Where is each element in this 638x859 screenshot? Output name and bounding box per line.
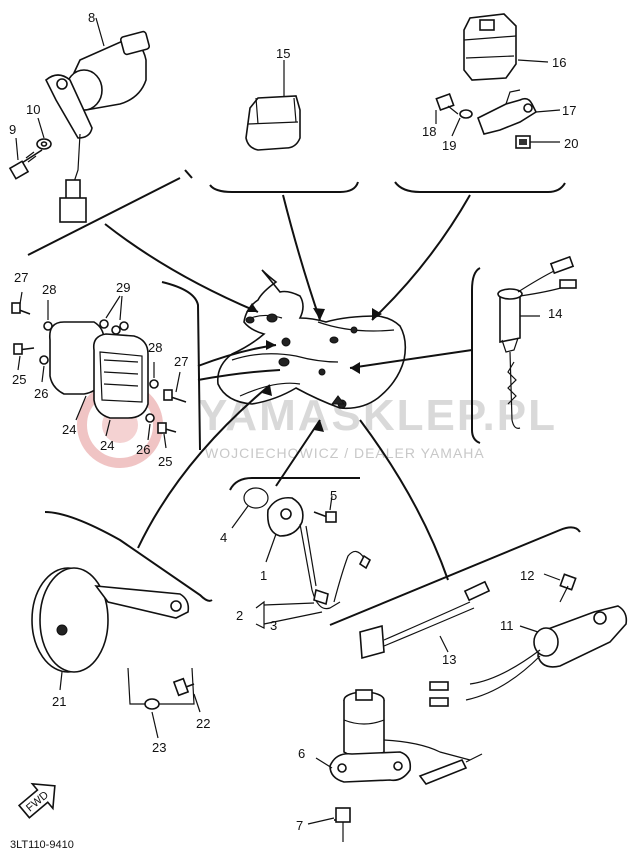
callout-15: 15: [276, 46, 290, 61]
callout-25a: 25: [12, 372, 26, 387]
switch-assembly-8: [45, 17, 151, 223]
callout-labels: 8 10 9 15 16 17 18 19 20 27 28 29 25 26 …: [9, 10, 578, 833]
section-dividers: [27, 169, 581, 626]
callout-7: 7: [296, 818, 303, 833]
tail-light-24: [48, 321, 149, 437]
callout-27b: 27: [174, 354, 188, 369]
callout-14: 14: [548, 306, 562, 321]
bolt-12: [543, 573, 577, 603]
callout-5: 5: [330, 488, 337, 503]
callout-25b: 25: [158, 454, 172, 469]
sensor-assembly-1-5: [231, 487, 372, 629]
relay-16: [463, 13, 549, 81]
callout-19: 19: [442, 138, 456, 153]
callout-10: 10: [26, 102, 40, 117]
callout-29: 29: [116, 280, 130, 295]
harness-13: [359, 580, 491, 660]
washer-19: [451, 109, 473, 137]
callout-12: 12: [520, 568, 534, 583]
callout-17: 17: [562, 103, 576, 118]
callout-3: 3: [270, 618, 277, 633]
callout-24b: 24: [100, 438, 114, 453]
callout-28a: 28: [42, 282, 56, 297]
sensor-14: [497, 255, 577, 429]
callout-18: 18: [422, 124, 436, 139]
callout-28b: 28: [148, 340, 162, 355]
callout-27a: 27: [14, 270, 28, 285]
switch-11: [429, 605, 628, 707]
callout-11: 11: [500, 618, 514, 633]
watermark-dealer: WOJCIECHOWICZ / DEALER YAMAHA: [205, 445, 485, 461]
callout-23: 23: [152, 740, 166, 755]
callout-24a: 24: [62, 422, 76, 437]
front-direction-arrow: FWD: [17, 782, 56, 819]
leader-curves: [104, 194, 473, 581]
washer-10: [36, 117, 52, 150]
diagram-code: 3LT110-9410: [10, 839, 74, 851]
bolt-18: [435, 92, 459, 124]
callout-6: 6: [298, 746, 305, 761]
bolt-7: [307, 807, 351, 842]
bracket-17: [476, 89, 561, 135]
callout-4: 4: [220, 530, 227, 545]
bolt-9: [8, 137, 43, 180]
nut-20: [515, 135, 560, 149]
callout-2: 2: [236, 608, 243, 623]
washers-28-26-29: [39, 295, 159, 441]
bracket-lines-22-23: [127, 667, 201, 739]
callout-9: 9: [9, 122, 16, 137]
frame-silhouette: [216, 269, 407, 410]
horn-21: [31, 567, 190, 691]
callout-26a: 26: [34, 386, 48, 401]
callout-1: 1: [260, 568, 267, 583]
callout-16: 16: [552, 55, 566, 70]
relay-15: [245, 60, 301, 151]
callout-20: 20: [564, 136, 578, 151]
callout-26b: 26: [136, 442, 150, 457]
callout-22: 22: [196, 716, 210, 731]
solenoid-6: [315, 689, 483, 785]
screws-27-25: [11, 291, 187, 449]
callout-21: 21: [52, 694, 66, 709]
callout-8: 8: [88, 10, 95, 25]
callout-13: 13: [442, 652, 456, 667]
